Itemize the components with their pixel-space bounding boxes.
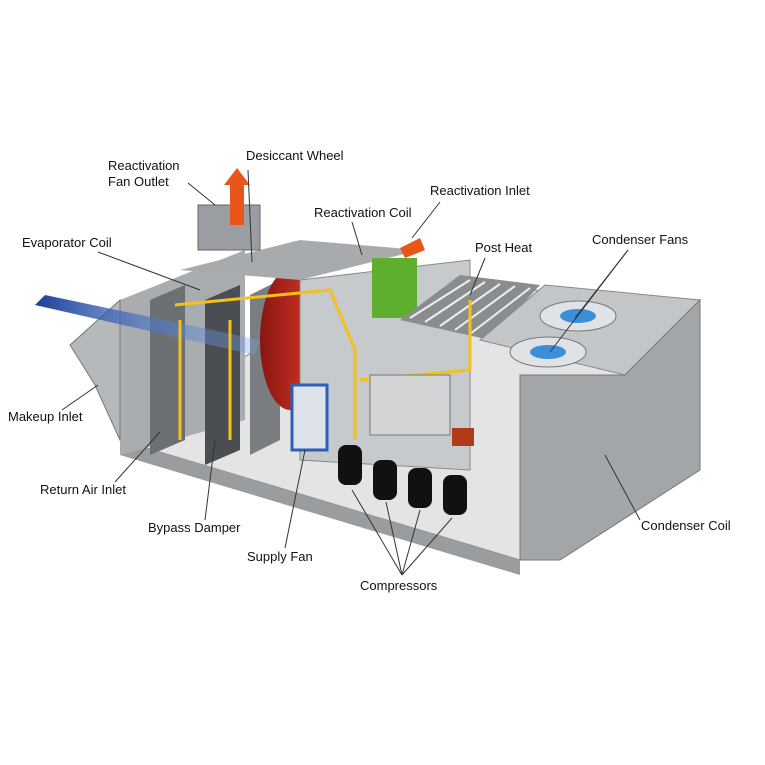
label-return-air-inlet: Return Air Inlet	[40, 482, 126, 497]
label-condenser-fans: Condenser Fans	[592, 232, 689, 247]
label-reactivation-fan-outlet-line2: Fan Outlet	[108, 174, 169, 189]
label-evaporator-coil: Evaporator Coil	[22, 235, 112, 250]
compressor	[338, 445, 362, 485]
label-compressors: Compressors	[360, 578, 438, 593]
label-makeup-inlet: Makeup Inlet	[8, 409, 83, 424]
unit-base	[120, 440, 520, 575]
label-bypass-damper: Bypass Damper	[148, 520, 241, 535]
label-post-heat: Post Heat	[475, 240, 533, 255]
compressor	[373, 460, 397, 500]
label-reactivation-fan-outlet-line1: Reactivation	[108, 158, 180, 173]
condenser-coil	[519, 298, 701, 561]
reactivation-inlet-arrow	[400, 238, 425, 258]
label-supply-fan: Supply Fan	[247, 549, 313, 564]
label-reactivation-inlet: Reactivation Inlet	[430, 183, 530, 198]
heater-box	[452, 428, 474, 446]
reactivation-coil	[372, 258, 417, 318]
label-condenser-coil: Condenser Coil	[641, 518, 731, 533]
exhaust-arrow	[224, 168, 250, 225]
compressors	[338, 445, 467, 515]
label-reactivation-coil: Reactivation Coil	[314, 205, 412, 220]
compressor	[443, 475, 467, 515]
makeup-air-stream	[35, 295, 260, 355]
leader-lines	[61, 169, 641, 576]
control-panel	[369, 374, 451, 436]
label-desiccant-wheel: Desiccant Wheel	[246, 148, 344, 163]
supply-fan	[290, 383, 329, 452]
fan-hub	[530, 345, 566, 359]
compressor	[408, 468, 432, 508]
bypass-damper	[205, 285, 240, 465]
